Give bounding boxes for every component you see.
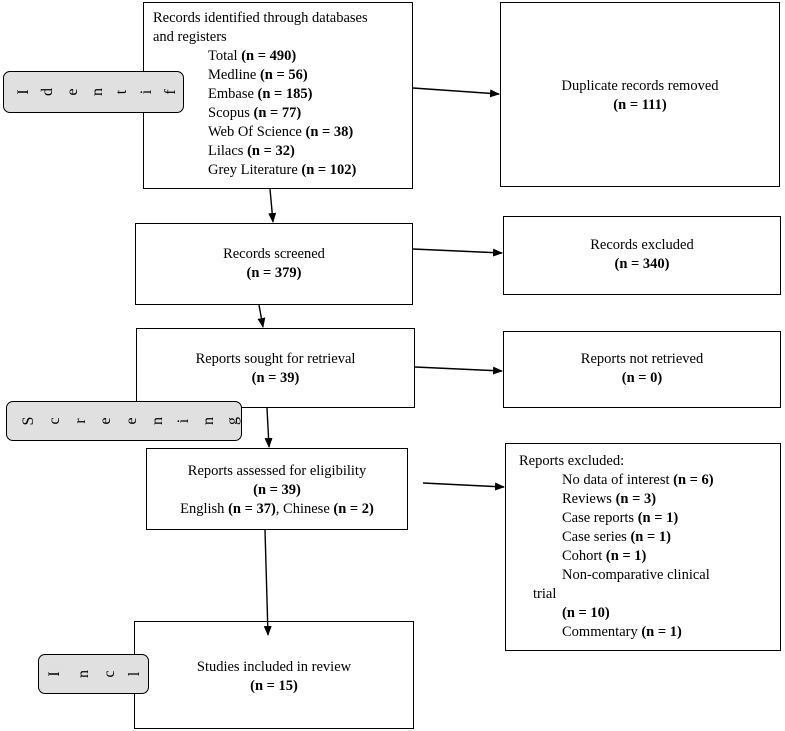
reports-excluded-title: Reports excluded:: [519, 453, 625, 469]
identification-row: Medline (n = 56): [208, 67, 308, 83]
identification-title-line1: Records identified through databases: [153, 10, 368, 26]
included-label: Studies included in review: [196, 659, 352, 675]
excluded-box: Records excluded (n = 340): [503, 216, 781, 295]
identification-rows: Total (n = 490) Medline (n = 56) Embase …: [153, 47, 412, 180]
reports-excluded-item: Case series (n = 1): [562, 529, 671, 545]
not-retrieved-label: Reports not retrieved: [580, 351, 704, 367]
included-count: (n = 15): [250, 678, 298, 694]
duplicates-label: Duplicate records removed: [561, 78, 719, 94]
arrow-to-assessed: [264, 407, 273, 448]
reports-excluded-item: No data of interest (n = 6): [562, 472, 714, 488]
assessed-count: (n = 39): [253, 482, 301, 498]
side-label-included: I n c l: [38, 654, 149, 694]
screened-box: Records screened (n = 379): [135, 223, 413, 305]
reports-excluded-item: Commentary (n = 1): [562, 624, 682, 640]
arrow-to-reports-excluded: [422, 482, 505, 491]
screened-label: Records screened: [223, 246, 325, 262]
reports-excluded-ncct-line2: trial: [533, 586, 557, 602]
duplicates-count: (n = 111): [613, 97, 667, 113]
assessed-label: Reports assessed for eligibility: [187, 463, 367, 479]
arrow-to-excluded: [412, 248, 503, 257]
identification-row: Lilacs (n = 32): [208, 143, 295, 159]
reports-excluded-ncct-line1: Non-comparative clinical: [562, 567, 710, 583]
screened-count: (n = 379): [246, 265, 302, 281]
reports-excluded-item: Reviews (n = 3): [562, 491, 657, 507]
reports-excluded-item: Cohort (n = 1): [562, 548, 647, 564]
assessed-box: Reports assessed for eligibility (n = 39…: [146, 448, 408, 530]
assessed-languages: English (n = 37), Chinese (n = 2): [180, 501, 374, 517]
duplicates-box: Duplicate records removed (n = 111): [500, 2, 780, 187]
sought-count: (n = 39): [251, 370, 300, 386]
identification-box: Records identified through databases and…: [143, 2, 413, 189]
reports-excluded-list-tail: (n = 10) Commentary (n = 1): [519, 604, 780, 642]
reports-excluded-box: Reports excluded: No data of interest (n…: [505, 443, 781, 651]
sought-box: Reports sought for retrieval (n = 39): [136, 328, 415, 408]
identification-title-line2: and registers: [153, 29, 227, 45]
side-label-screening: S c r e e n i n g: [6, 401, 242, 441]
excluded-count: (n = 340): [614, 256, 670, 272]
excluded-label: Records excluded: [590, 237, 694, 253]
arrow-to-not-retrieved: [414, 366, 503, 375]
arrow-to-duplicates: [412, 87, 500, 98]
reports-excluded-item: Case reports (n = 1): [562, 510, 679, 526]
not-retrieved-box: Reports not retrieved (n = 0): [503, 331, 781, 408]
reports-excluded-ncct-count: (n = 10): [562, 605, 610, 621]
identification-row: Web Of Science (n = 38): [208, 124, 354, 140]
side-label-identification: I d e n t i f: [3, 71, 184, 113]
not-retrieved-count: (n = 0): [621, 370, 663, 386]
identification-row: Scopus (n = 77): [208, 105, 302, 121]
sought-label: Reports sought for retrieval: [195, 351, 356, 367]
identification-row: Embase (n = 185): [208, 86, 313, 102]
arrow-to-sought: [257, 304, 266, 328]
identification-row: Total (n = 490): [208, 48, 297, 64]
identification-row: Grey Literature (n = 102): [208, 162, 357, 178]
arrow-to-screened: [268, 188, 277, 223]
arrow-to-included: [263, 529, 272, 636]
reports-excluded-list: No data of interest (n = 6) Reviews (n =…: [519, 471, 780, 585]
